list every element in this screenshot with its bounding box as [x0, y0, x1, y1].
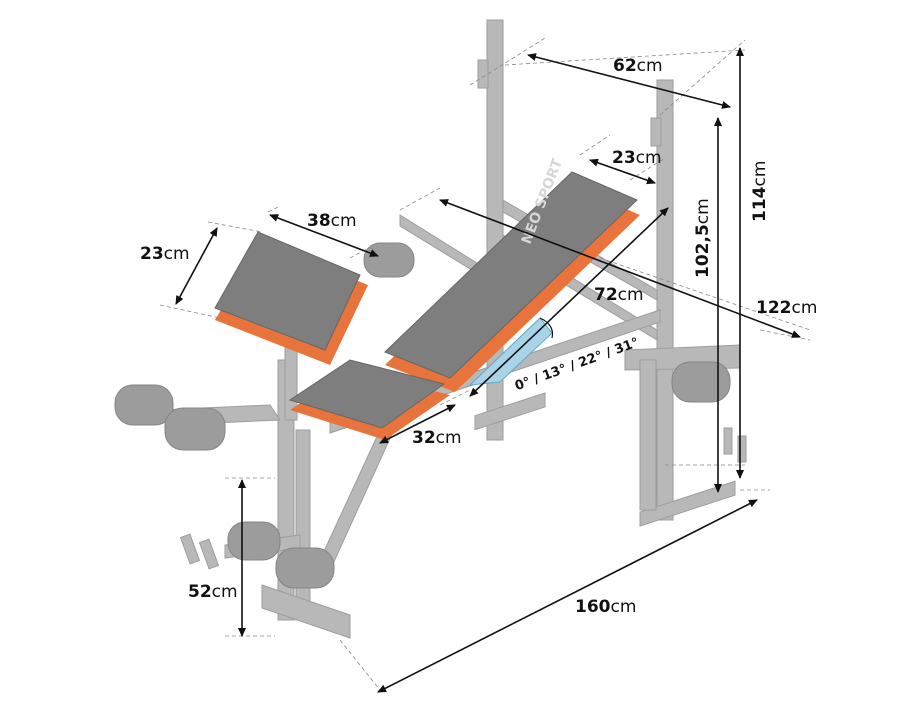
dim-label-62: 62cm — [613, 56, 663, 76]
dim-label-32: 32cm — [412, 428, 462, 448]
arrow-122 — [439, 199, 801, 338]
arrow-23-left — [175, 227, 218, 305]
arrow-23-top — [589, 158, 656, 185]
dim-label-114: 114cm — [750, 160, 770, 222]
dim-label-23-top: 23cm — [612, 148, 662, 168]
dim-label-72: 72cm — [594, 285, 644, 305]
arrow-62 — [527, 53, 731, 109]
dimension-arrows — [175, 47, 801, 693]
arrow-32 — [379, 404, 456, 444]
dim-label-52: 52cm — [188, 582, 238, 602]
dim-label-122: 122cm — [756, 298, 818, 318]
angle-arc — [539, 317, 554, 339]
dim-label-160: 160cm — [575, 597, 637, 617]
dim-label-38: 38cm — [307, 211, 357, 231]
arrow-38 — [269, 214, 379, 257]
preacher-pad — [214, 231, 368, 365]
dim-label-102-5: 102,5cm — [693, 198, 713, 278]
arrow-160 — [377, 499, 758, 693]
dim-label-23-left: 23cm — [140, 244, 190, 264]
